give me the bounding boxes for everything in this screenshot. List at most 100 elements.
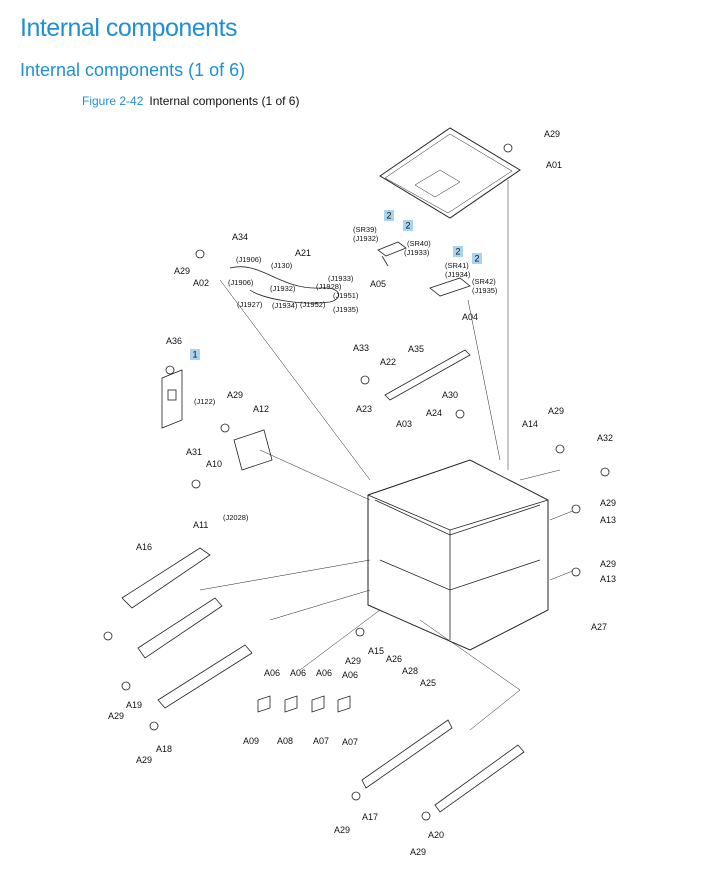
connector-label: (J1934) — [272, 301, 298, 310]
callout-number: 2 — [455, 247, 460, 257]
connector-label: (SR41) — [445, 261, 469, 270]
connector-label: (J1933) — [404, 248, 430, 257]
part-label: A15 — [368, 646, 384, 656]
part-label: A29 — [136, 755, 152, 765]
connector-label: (J1906) — [236, 255, 262, 264]
part-label: A29 — [600, 559, 616, 569]
connector-label: (J1932) — [353, 234, 379, 243]
part-label: A29 — [548, 406, 564, 416]
part-label: A24 — [426, 408, 442, 418]
page-title: Internal components — [20, 14, 238, 42]
figure-caption: Figure 2-42 Internal components (1 of 6) — [82, 94, 299, 108]
connector-label: (J130) — [271, 261, 293, 270]
part-label: A29 — [410, 847, 426, 857]
connector-label: (J2028) — [223, 513, 249, 522]
connector-label: (J122) — [194, 397, 216, 406]
part-label: A19 — [126, 700, 142, 710]
part-label: A05 — [370, 279, 386, 289]
part-label: A30 — [442, 390, 458, 400]
part-label: A16 — [136, 542, 152, 552]
part-label: A18 — [156, 744, 172, 754]
figure-caption-text: Internal components (1 of 6) — [149, 94, 300, 108]
part-label: A01 — [546, 160, 562, 170]
part-label: A07 — [313, 736, 329, 746]
callout-box — [384, 210, 394, 221]
part-label: A06 — [264, 668, 280, 678]
connector-label: (J1932) — [270, 284, 296, 293]
connector-label: (J1952) — [300, 300, 326, 309]
part-label: A22 — [380, 357, 396, 367]
part-label: A29 — [544, 129, 560, 139]
part-label: A33 — [353, 343, 369, 353]
callout-2: 2 — [403, 220, 413, 231]
part-label: A14 — [522, 419, 538, 429]
connector-label: (SR42) — [472, 277, 496, 286]
part-label: A31 — [186, 447, 202, 457]
part-label: A06 — [290, 668, 306, 678]
connector-label: (SR39) — [353, 225, 377, 234]
connector-label: (J1927) — [237, 300, 263, 309]
part-label: A06 — [316, 668, 332, 678]
connector-label: (J1935) — [472, 286, 498, 295]
part-label: A28 — [402, 666, 418, 676]
callout-box — [453, 246, 463, 257]
part-label: A11 — [193, 520, 208, 530]
part-label: A36 — [166, 336, 182, 346]
part-label: A08 — [277, 736, 293, 746]
connector-label: (J1928) — [316, 282, 342, 291]
callout-number: 1 — [192, 350, 197, 360]
part-label: A32 — [597, 433, 613, 443]
part-label: A21 — [295, 248, 311, 258]
rail-a16 — [121, 547, 211, 609]
rail-a20 — [434, 744, 525, 813]
part-label: A29 — [108, 711, 124, 721]
connector-label: (J1935) — [333, 305, 359, 314]
main-chassis-shape — [367, 459, 549, 651]
part-label: A29 — [227, 390, 243, 400]
callout-0: 1 — [190, 349, 200, 360]
part-label: A07 — [342, 737, 358, 747]
part-label: A29 — [345, 656, 361, 666]
connector-label: (J1906) — [228, 278, 254, 287]
part-label: A34 — [232, 232, 248, 242]
part-label: A26 — [386, 654, 402, 664]
rail-2 — [137, 597, 223, 659]
part-label: A13 — [600, 515, 616, 525]
connector-label: (J1951) — [333, 291, 359, 300]
part-label: A25 — [420, 678, 436, 688]
part-label: A20 — [428, 830, 444, 840]
callout-number: 2 — [405, 221, 410, 231]
callout-1: 2 — [384, 210, 394, 221]
part-label: A09 — [243, 736, 259, 746]
part-label: A03 — [396, 419, 412, 429]
part-label: A06 — [342, 670, 358, 680]
connector-label: (J1934) — [445, 270, 471, 279]
rail-a17 — [361, 719, 453, 789]
part-label: A13 — [600, 574, 616, 584]
top-cover-shape — [379, 127, 521, 219]
part-label: A04 — [462, 312, 478, 322]
part-label: A17 — [362, 812, 378, 822]
part-label: A23 — [356, 404, 372, 414]
part-label: A02 — [193, 278, 209, 288]
part-label: A27 — [591, 622, 607, 632]
part-label: A35 — [408, 344, 424, 354]
callout-4: 2 — [472, 253, 482, 264]
part-label: A29 — [334, 825, 350, 835]
callout-number: 2 — [386, 211, 391, 221]
figure-number: Figure 2-42 — [82, 94, 144, 108]
callout-number: 2 — [474, 254, 479, 264]
callout-3: 2 — [453, 246, 463, 257]
connector-label: (SR40) — [407, 239, 431, 248]
part-label: A29 — [174, 266, 190, 276]
callout-box — [403, 220, 413, 231]
callout-box — [190, 349, 200, 360]
callout-box — [472, 253, 482, 264]
part-label: A10 — [206, 459, 222, 469]
part-label: A12 — [253, 404, 269, 414]
connector-label: (J1933) — [328, 274, 354, 283]
section-title: Internal components (1 of 6) — [20, 60, 246, 80]
rail-a19 — [157, 644, 253, 709]
part-label: A29 — [600, 498, 616, 508]
